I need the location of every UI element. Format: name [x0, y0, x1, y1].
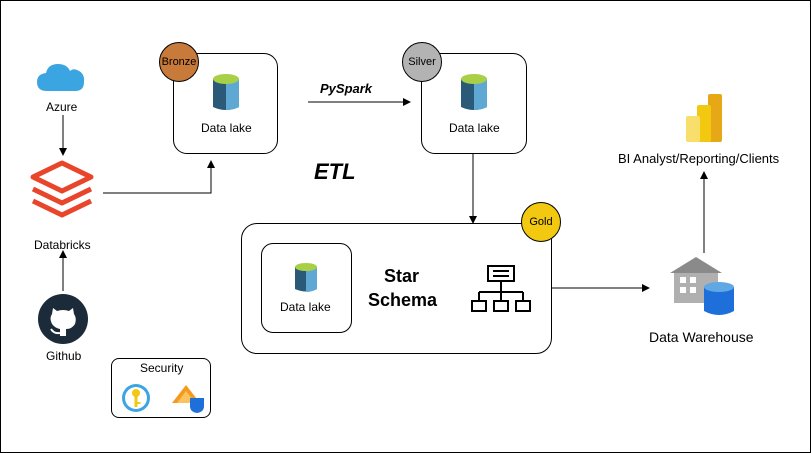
- bronze-badge: Bronze: [159, 42, 199, 82]
- azure-label: Azure: [46, 100, 78, 114]
- security-label: Security: [140, 361, 184, 375]
- github-label: Github: [46, 349, 82, 363]
- databricks-icon: [30, 160, 94, 218]
- bronze-datalake-label: Data lake: [201, 121, 252, 135]
- gold-badge: Gold: [521, 202, 561, 242]
- gold-datalake-box: Data lake: [261, 243, 352, 333]
- security-box: Security: [111, 358, 211, 418]
- gold-datalake-icon: [295, 263, 317, 292]
- silver-datalake-icon: [461, 74, 487, 110]
- pyspark-label: PySpark: [320, 81, 373, 96]
- gold-datalake-label: Data lake: [280, 300, 331, 314]
- star-schema-line1: Star: [384, 266, 420, 286]
- etl-label: ETL: [314, 159, 356, 184]
- silver-badge: Silver: [402, 42, 442, 82]
- key-vault-icon: [122, 384, 150, 412]
- data-warehouse-icon: [670, 257, 734, 315]
- databricks-label: Databricks: [34, 238, 91, 252]
- hierarchy-schema-icon: [471, 265, 531, 312]
- azure-cloud-icon: [37, 64, 85, 91]
- gold-stage-box: Data lake Star Schema: [241, 223, 552, 354]
- github-icon: [38, 294, 88, 344]
- arrow-databricks-to-bronze: [103, 160, 215, 194]
- bronze-datalake-icon: [213, 74, 239, 110]
- star-schema-line2: Schema: [368, 290, 438, 310]
- bi-consumers-label: BI Analyst/Reporting/Clients: [618, 151, 780, 166]
- security-shield-icon: [172, 385, 204, 413]
- silver-datalake-label: Data lake: [449, 121, 500, 135]
- data-warehouse-label: Data Warehouse: [649, 329, 754, 345]
- power-bi-icon: [686, 94, 722, 142]
